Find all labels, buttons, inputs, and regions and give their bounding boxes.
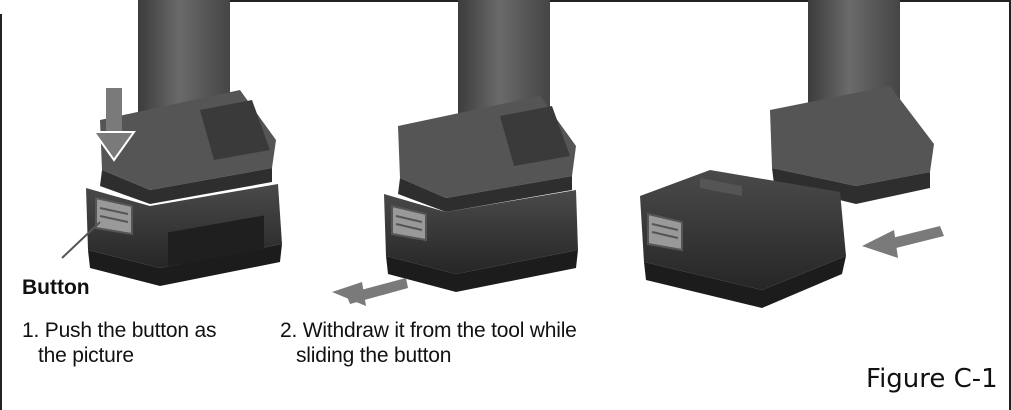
battery-3-detached bbox=[640, 170, 846, 308]
step-1-caption: 1. Push the button as the picture bbox=[22, 318, 216, 368]
step-2-caption: 2. Withdraw it from the tool while slidi… bbox=[280, 318, 577, 368]
step-2-number: 2. bbox=[280, 319, 298, 342]
step-2-line2: sliding the button bbox=[296, 344, 452, 367]
button-callout-label: Button bbox=[22, 276, 90, 299]
step-1-line2: the picture bbox=[38, 344, 134, 367]
frame-left-border bbox=[0, 14, 2, 410]
button-callout-line bbox=[61, 221, 101, 259]
step-1-number: 1. bbox=[22, 319, 40, 342]
tool-3 bbox=[770, 0, 934, 204]
panel-2-illustration bbox=[332, 0, 578, 306]
tool-1 bbox=[100, 0, 276, 204]
step-2-line1: Withdraw it from the tool while bbox=[302, 319, 577, 342]
panel-1-illustration bbox=[61, 0, 282, 286]
remove-arrow-icon bbox=[862, 226, 944, 258]
panel-3-illustration bbox=[640, 0, 944, 308]
frame-top-border bbox=[168, 0, 1011, 2]
slide-out-arrow-icon bbox=[332, 278, 408, 306]
figure-label: Figure C-1 bbox=[866, 364, 998, 394]
tool-2 bbox=[398, 0, 576, 212]
battery-1 bbox=[86, 184, 282, 286]
frame-right-border bbox=[1009, 0, 1011, 410]
push-arrow-down-icon bbox=[92, 88, 136, 162]
battery-2 bbox=[384, 190, 578, 292]
step-1-line1: Push the button as bbox=[44, 319, 217, 342]
